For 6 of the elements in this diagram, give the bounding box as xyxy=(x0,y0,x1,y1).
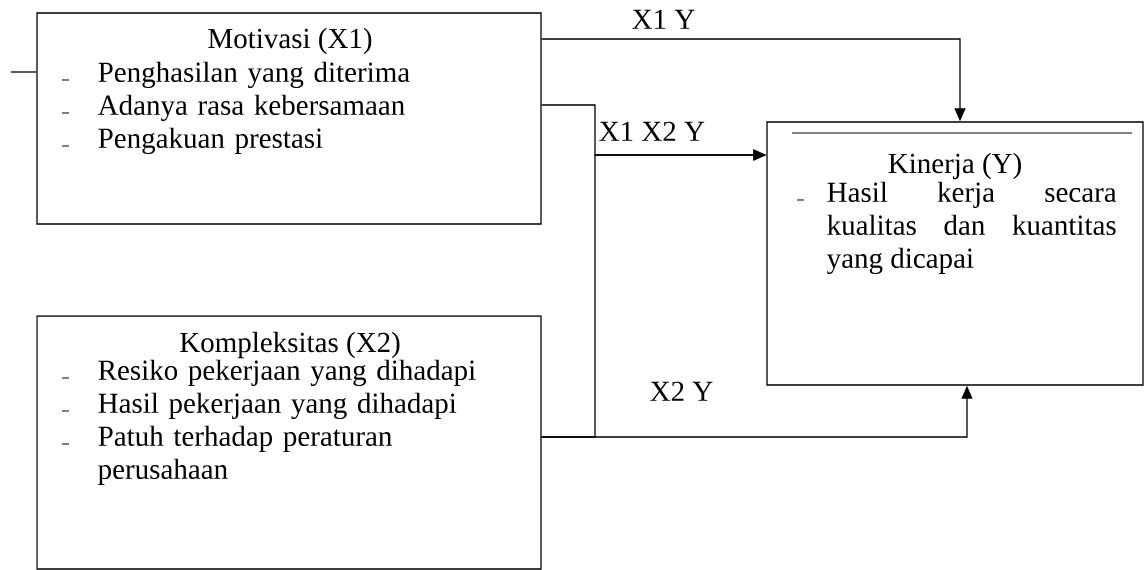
edge-label: X1 Y xyxy=(630,8,697,30)
edge-label: X1 X2 Y xyxy=(597,120,706,142)
variable-box: Kompleksitas (X2) Resiko pekerjaan yang dihadapi Hasil pekerjaan yang dihadapi Patuh terhadap peraturan perusahaan xyxy=(36,315,542,570)
variable-box: Motivasi (X1) Penghasilan yang diterima Adanya rasa kebersamaan Pengakuan prestasi xyxy=(36,12,542,225)
variable-box: Kinerja (Y) Hasil kerja secara kualitas dan kuantitas yang dicapai xyxy=(766,121,1144,386)
edge-label: X2 Y xyxy=(648,380,715,402)
